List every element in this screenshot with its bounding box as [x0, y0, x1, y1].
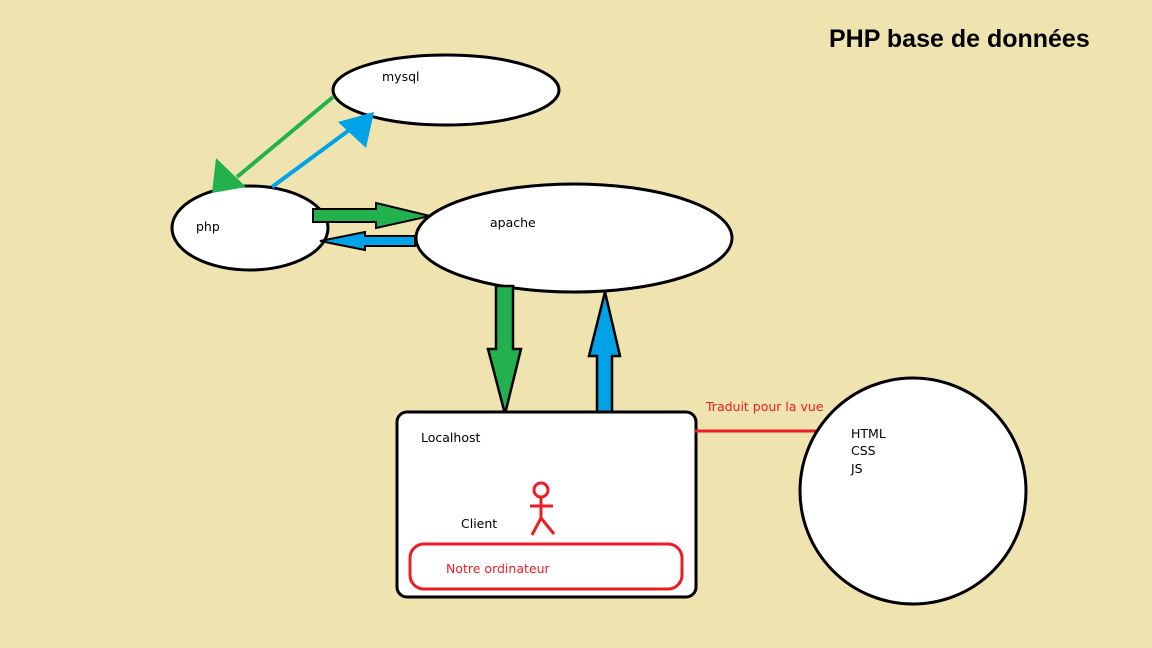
apache-node: [414, 182, 734, 294]
connector-label: Traduit pour la vue: [705, 399, 824, 414]
green-arrow-php-to-apache: [312, 201, 431, 230]
mysql-label: mysql: [382, 69, 420, 84]
green-arrow-mysql-to-php: [212, 95, 335, 193]
localhost-label: Localhost: [421, 430, 480, 445]
client-label: Client: [461, 516, 497, 531]
css-label: CSS: [851, 443, 876, 458]
html-css-js-node: [798, 376, 1028, 606]
notre-ordinateur-node: [408, 542, 684, 591]
notre-ordinateur-label: Notre ordinateur: [446, 561, 550, 576]
apache-label: apache: [490, 215, 536, 230]
html-label: HTML: [851, 426, 886, 441]
js-label: JS: [850, 461, 863, 476]
php-node: [170, 184, 330, 272]
client-stick-figure: [530, 481, 556, 536]
blue-arrow-apache-to-php: [319, 230, 416, 252]
mysql-node: [331, 53, 561, 127]
blue-arrow-php-to-mysql: [270, 112, 374, 189]
blue-arrow-localhost-to-apache: [587, 291, 622, 415]
green-arrow-apache-to-localhost: [486, 284, 523, 415]
php-label: php: [196, 219, 220, 234]
diagram-title: PHP base de données: [829, 25, 1090, 53]
